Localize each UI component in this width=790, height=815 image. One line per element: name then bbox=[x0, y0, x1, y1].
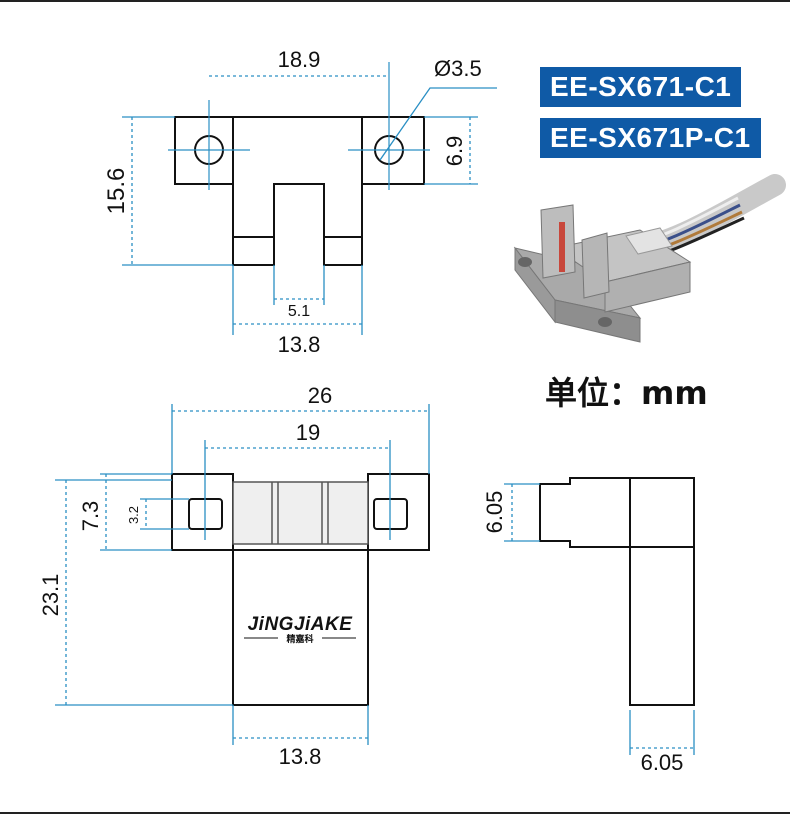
model-badge-1: EE-SX671-C1 bbox=[540, 67, 742, 107]
hole-diameter-label: Ø3.5 bbox=[434, 56, 482, 81]
model-badge-2: EE-SX671P-C1 bbox=[540, 118, 761, 158]
front-flange-right bbox=[367, 473, 430, 551]
front-flange-left bbox=[171, 473, 234, 551]
emitter-window bbox=[559, 222, 565, 272]
side-head-height-label: 6.05 bbox=[482, 491, 507, 534]
bottom-border-line bbox=[0, 812, 790, 814]
side-view: 6.05 6.05 bbox=[482, 477, 695, 775]
top-flange-height-label: 6.9 bbox=[442, 136, 467, 167]
product-photo bbox=[513, 174, 786, 343]
plate-hole bbox=[598, 317, 612, 327]
sensor-arm-right bbox=[581, 232, 610, 299]
front-body-width-label: 13.8 bbox=[279, 744, 322, 769]
top-body-width-label: 13.8 bbox=[278, 332, 321, 357]
front-hole-spacing-label: 19 bbox=[296, 420, 320, 445]
sensor-head bbox=[232, 481, 369, 545]
front-slot-height-label: 3.2 bbox=[126, 506, 141, 524]
side-view-body bbox=[629, 546, 695, 706]
front-view: JiNGJiAKE 精嘉科 26 19 7.3 3.2 23.1 13. bbox=[38, 383, 430, 769]
front-total-height-label: 23.1 bbox=[38, 574, 63, 617]
brand-logo: JiNGJiAKE bbox=[248, 614, 354, 635]
top-border-line bbox=[0, 0, 790, 2]
connector bbox=[625, 227, 673, 255]
top-hole-spacing-label: 18.9 bbox=[278, 47, 321, 72]
slot-width-label: 5.1 bbox=[288, 303, 310, 320]
top-view: 18.9 Ø3.5 15.6 6.9 5.1 13.8 bbox=[103, 47, 497, 357]
side-body-width-label: 6.05 bbox=[641, 750, 684, 775]
side-view-head-outline bbox=[539, 477, 630, 548]
sensor-body bbox=[232, 549, 369, 706]
unit-label: 单位：mm bbox=[545, 374, 708, 412]
front-total-width-label: 26 bbox=[308, 383, 332, 408]
top-view-outline bbox=[174, 116, 425, 266]
brand-logo-subtitle: 精嘉科 bbox=[286, 633, 313, 644]
front-flange-height-label: 7.3 bbox=[78, 501, 103, 532]
top-total-height-label: 15.6 bbox=[103, 168, 130, 215]
sensor-block-front bbox=[604, 261, 691, 313]
diameter-leader bbox=[379, 87, 497, 161]
plate-hole bbox=[518, 257, 532, 267]
side-view-top-block bbox=[629, 477, 695, 548]
sensor-arm-left bbox=[540, 204, 576, 279]
